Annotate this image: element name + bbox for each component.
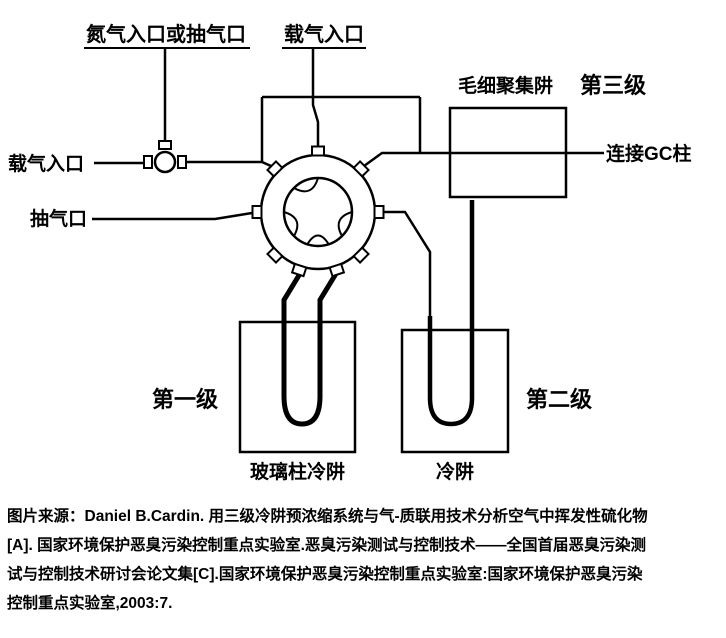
valve-fitting-right	[177, 155, 187, 169]
valve-port-right	[373, 205, 385, 219]
bypass-line	[260, 95, 422, 162]
selector-valve-body	[153, 150, 177, 174]
valve-ports	[251, 145, 385, 278]
source-caption: 图片来源：Daniel B.Cardin. 用三级冷阱预浓缩系统与气-质联用技术…	[7, 502, 719, 618]
stage2-label: 第二级	[526, 387, 592, 412]
caption-line: 试与控制技术研讨会论文集[C].国家环境保护恶臭污染控制重点实验室:国家环境保护…	[7, 566, 643, 583]
rotor-channel-arc	[337, 211, 353, 237]
pump-port-line	[92, 211, 253, 221]
rotor-channels	[283, 177, 353, 245]
valve-port-lower-right	[352, 246, 370, 264]
preconcentrator-diagram: 氮气入口或抽气口 载气入口 毛细聚集阱 第三级 载气入口 连接GC柱 抽气口 第…	[8, 22, 692, 483]
u-tube-stage1	[281, 270, 340, 427]
rotor-channel-arc	[283, 211, 299, 237]
valve-port-upper-left	[266, 160, 284, 178]
cold-trap-box	[400, 328, 510, 454]
u-tube-stage2	[427, 200, 475, 427]
stage3-label: 第三级	[580, 73, 646, 98]
gc-column-label: 连接GC柱	[606, 142, 692, 165]
cold-trap-label: 冷阱	[436, 460, 474, 483]
tubing-lines	[84, 47, 604, 318]
valve-port-top	[311, 145, 325, 157]
gc-column-line	[363, 151, 604, 168]
capillary-trap-label: 毛细聚集阱	[458, 74, 553, 97]
valve-port-bottom-left	[290, 262, 308, 278]
valve-port-left	[251, 205, 263, 219]
caption-line: 控制重点实验室,2003:7.	[7, 595, 173, 612]
valve-port-lower-left	[266, 246, 284, 264]
valve-fitting-top	[158, 140, 172, 150]
valve-to-rotor-line	[186, 160, 272, 168]
carrier-inlet-left-label: 载气入口	[8, 152, 84, 175]
glass-trap-box	[238, 320, 357, 454]
carrier-inlet-top-label: 载气入口	[284, 22, 364, 46]
rotor-channel-arc	[306, 234, 330, 245]
caption-line: 图片来源：Daniel B.Cardin. 用三级冷阱预浓缩系统与气-质联用技术…	[7, 508, 648, 525]
inlet-selector-valve	[143, 140, 187, 174]
caption-line: [A]. 国家环境保护恶臭污染控制重点实验室.恶臭污染测试与控制技术——全国首届…	[7, 537, 646, 554]
valve-fitting-left	[143, 155, 153, 169]
pump-port-label: 抽气口	[30, 207, 87, 230]
glass-trap-label: 玻璃柱冷阱	[250, 460, 345, 483]
valve-port-upper-right	[352, 160, 370, 178]
stage1-label: 第一级	[152, 387, 218, 412]
stage2-feed-line	[383, 210, 432, 318]
carrier-top-line	[311, 48, 320, 147]
valve-port-bottom-right	[328, 262, 346, 278]
nitrogen-inlet-label: 氮气入口或抽气口	[86, 22, 246, 46]
rotor-channel-arc	[293, 177, 319, 193]
